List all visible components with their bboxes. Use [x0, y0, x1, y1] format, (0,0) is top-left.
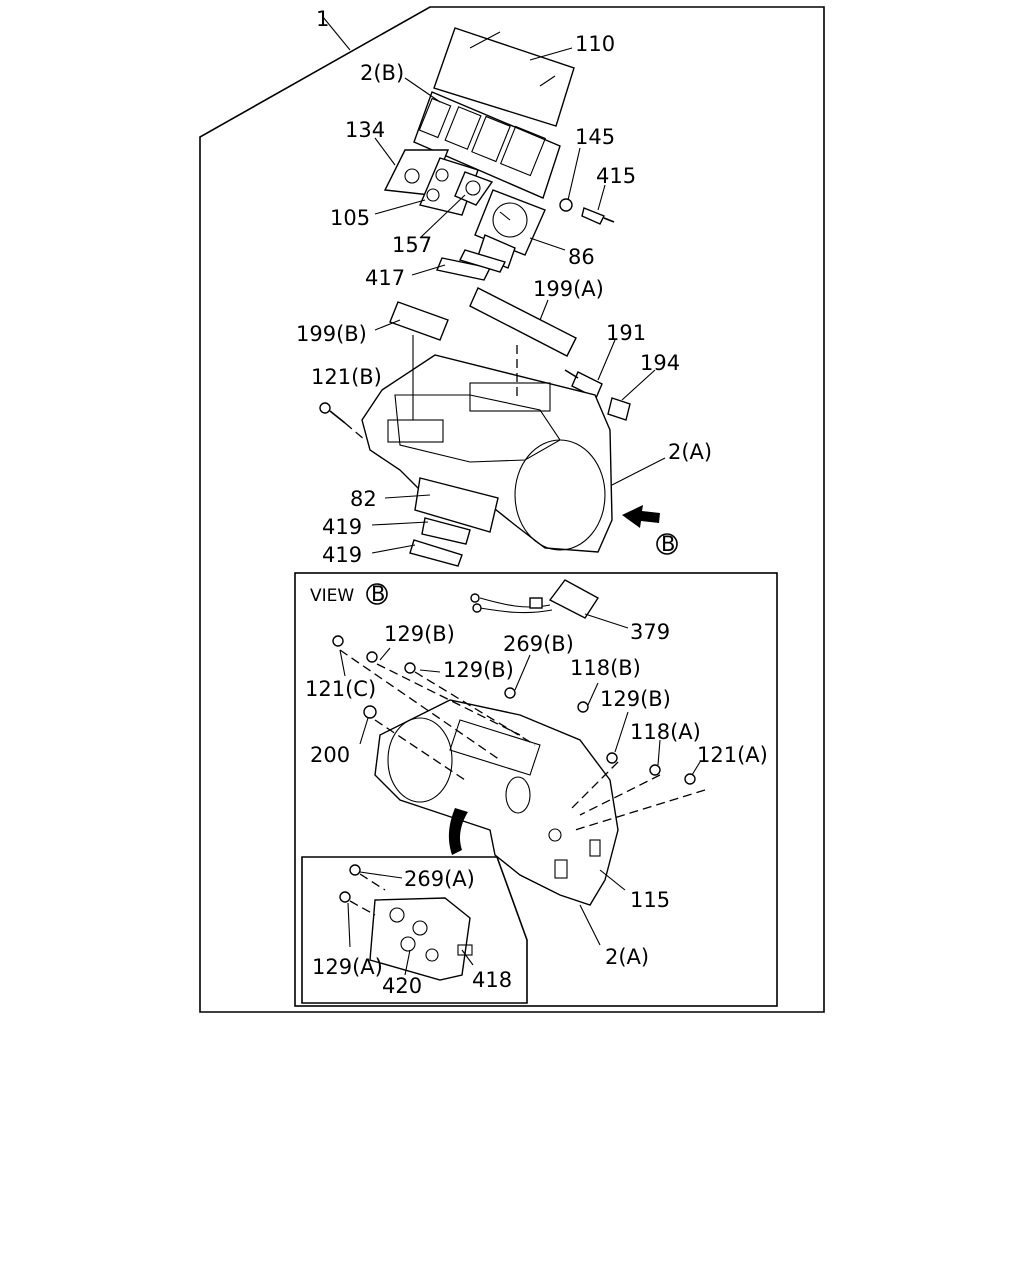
label-145: 145 [575, 125, 615, 149]
part-2b-bezel [413, 91, 561, 199]
label-129b-1: 129(B) [384, 622, 455, 646]
label-2a-bottom: 2(A) [605, 945, 649, 969]
part-157-dial [454, 171, 494, 206]
label-134: 134 [345, 118, 385, 142]
label-121c: 121(C) [305, 677, 376, 701]
view-b-title-letter: B [371, 582, 385, 606]
label-419-a: 419 [322, 515, 362, 539]
label-419-b: 419 [322, 543, 362, 567]
label-121a: 121(A) [697, 743, 768, 767]
part-82-board [414, 477, 499, 533]
label-157: 157 [392, 233, 432, 257]
part-420-418-plate [339, 864, 473, 981]
part-417-connector [436, 249, 506, 281]
label-129b-3: 129(B) [600, 687, 671, 711]
detail-arrow [448, 808, 468, 855]
label-199b: 199(B) [296, 322, 367, 346]
label-199a: 199(A) [533, 277, 604, 301]
part-145-415 [559, 198, 615, 225]
label-129b-2: 129(B) [443, 658, 514, 682]
part-191-194 [564, 369, 631, 421]
label-110: 110 [575, 32, 615, 56]
view-b-title: VIEW [310, 586, 354, 606]
label-86: 86 [568, 245, 595, 269]
part-rear-case [374, 699, 619, 906]
label-269a: 269(A) [404, 867, 475, 891]
part-110-glass [433, 27, 575, 127]
label-2b: 2(B) [360, 61, 404, 85]
label-118b: 118(B) [570, 656, 641, 680]
label-269b: 269(B) [503, 632, 574, 656]
label-194: 194 [640, 351, 680, 375]
label-115: 115 [630, 888, 670, 912]
view-b-marker [656, 533, 678, 555]
view-b-arrow [622, 505, 660, 528]
part-199b-strip [389, 301, 449, 341]
assembly-frame [199, 6, 825, 1013]
label-418: 418 [472, 968, 512, 992]
view-b-marker-letter: B [661, 532, 675, 556]
label-200: 200 [310, 743, 350, 767]
part-121b-screw [319, 402, 346, 424]
label-417: 417 [365, 266, 405, 290]
view-b-frame [294, 572, 778, 1007]
label-420: 420 [382, 974, 422, 998]
label-2a-top: 2(A) [668, 440, 712, 464]
label-105: 105 [330, 206, 370, 230]
detail-frame [301, 856, 528, 1004]
label-129a: 129(A) [312, 955, 383, 979]
label-82: 82 [350, 487, 377, 511]
part-86-speedometer [474, 189, 546, 269]
label-415: 415 [596, 164, 636, 188]
part-105-dial [419, 157, 479, 216]
part-379-harness [470, 579, 599, 619]
label-121b: 121(B) [311, 365, 382, 389]
part-199a-strip [469, 287, 577, 357]
label-379: 379 [630, 620, 670, 644]
part-2a-case [361, 354, 613, 553]
view-b-title-marker [366, 583, 388, 605]
view-screws [332, 635, 696, 785]
label-118a: 118(A) [630, 720, 701, 744]
label-1: 1 [316, 7, 329, 31]
part-419-clips [409, 517, 471, 567]
label-191: 191 [606, 321, 646, 345]
